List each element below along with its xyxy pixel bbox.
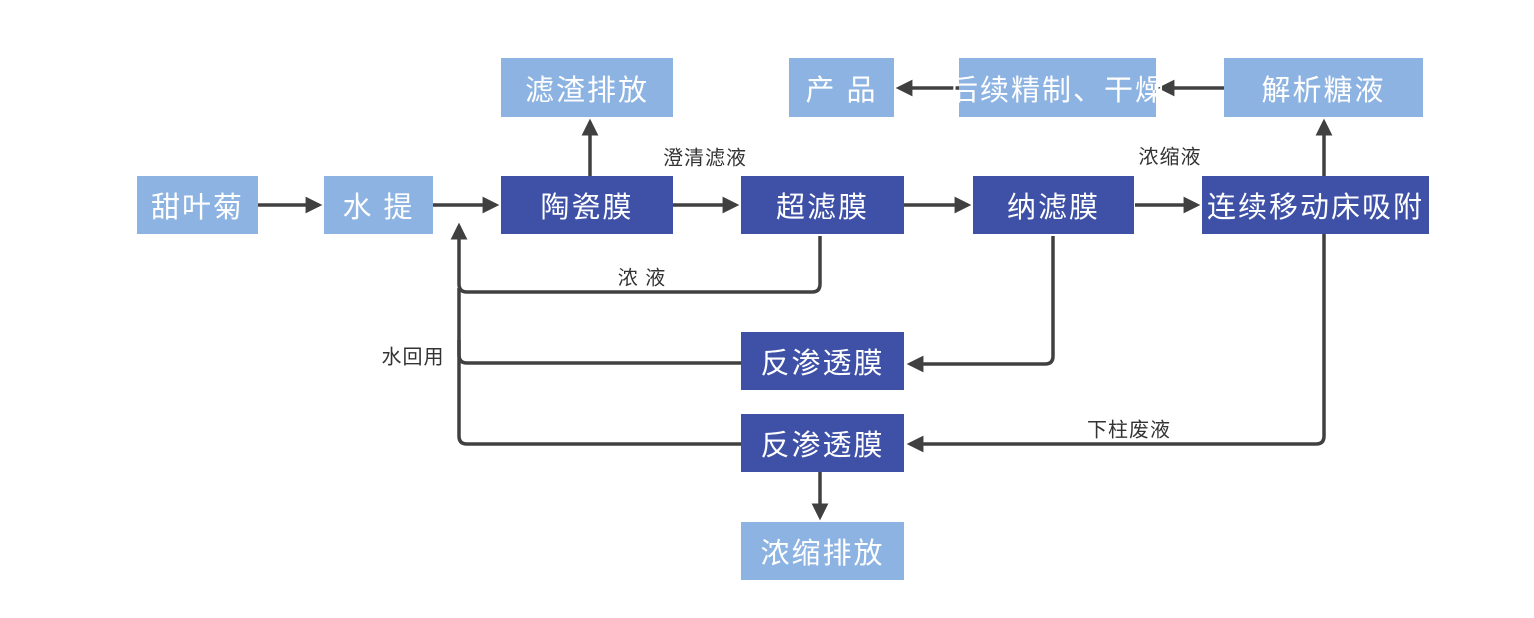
edge-label-column-waste-liquid: 下柱废液 <box>1087 419 1171 442</box>
node-ceramic-membrane: 陶瓷膜 <box>501 176 673 234</box>
node-residue-discharge: 滤渣排放 <box>501 58 673 117</box>
node-water-extraction: 水 提 <box>324 176 433 234</box>
node-reverse-osmosis-2: 反渗透膜 <box>741 414 904 472</box>
arrow-ultrafiltration-concentrate-recycle <box>450 222 822 294</box>
node-product: 产 品 <box>789 58 894 117</box>
node-concentrate-discharge: 浓缩排放 <box>741 522 904 580</box>
node-stevia: 甜叶菊 <box>137 176 258 234</box>
edge-label-water-reuse: 水回用 <box>381 346 445 369</box>
node-refining-drying: 后续精制、干燥 <box>949 58 1164 117</box>
node-ultrafiltration-membrane: 超滤膜 <box>741 176 904 234</box>
edge-label-concentrated-liquid: 浓缩液 <box>1138 146 1202 169</box>
edge-label-clarified-filtrate: 澄清滤液 <box>663 147 747 170</box>
line-reverse-osmosis-1-water-reuse <box>457 288 741 365</box>
edge-label-concentrate: 浓 液 <box>617 267 667 290</box>
arrow-adsorption-waste-to-reverse-osmosis-2 <box>906 234 1326 453</box>
node-moving-bed-adsorption: 连续移动床吸附 <box>1202 176 1429 234</box>
node-nanofiltration-membrane: 纳滤膜 <box>973 176 1134 234</box>
node-desorbed-sugar-liquid: 解析糖液 <box>1224 58 1423 117</box>
node-reverse-osmosis-1: 反渗透膜 <box>741 332 904 390</box>
arrow-nanofiltration-to-reverse-osmosis-1 <box>906 236 1055 373</box>
line-reverse-osmosis-2-water-reuse <box>457 340 741 446</box>
